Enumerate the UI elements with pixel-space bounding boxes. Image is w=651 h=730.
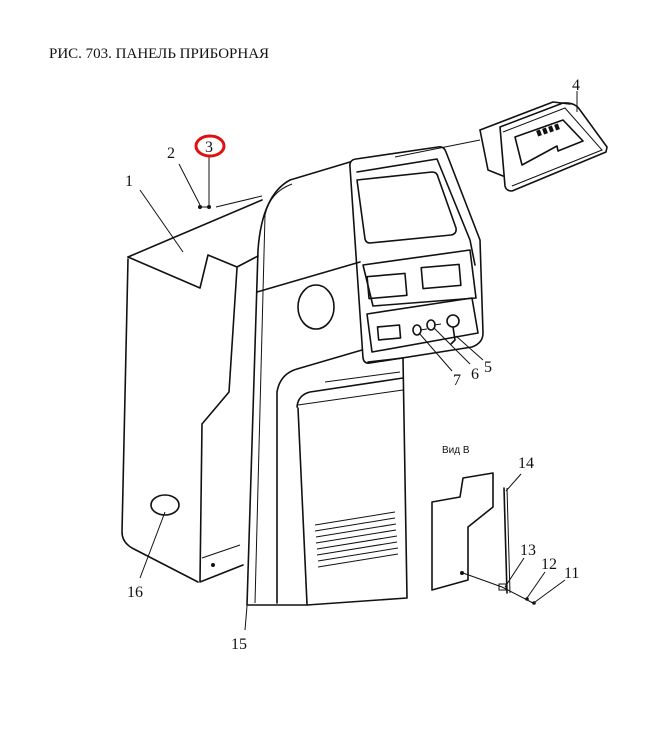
callout-13: 13	[520, 542, 536, 559]
gauge-left	[366, 272, 408, 300]
callout-6: 6	[471, 366, 479, 383]
callout-1: 1	[125, 173, 133, 190]
callout-3-highlight	[194, 134, 226, 158]
callout-3: 3	[205, 139, 213, 156]
gauge-right	[420, 263, 462, 290]
part-16-plug	[150, 494, 180, 516]
part-2-3-screws	[198, 195, 263, 209]
callout-12: 12	[541, 556, 557, 573]
callout-11: 11	[564, 565, 579, 582]
callout-4: 4	[572, 77, 580, 94]
part-1-side-cover	[121, 199, 263, 583]
part-4-monitor	[394, 101, 608, 192]
callout-14: 14	[518, 455, 534, 472]
callout-15: 15	[231, 636, 247, 653]
leader-lines	[139, 91, 578, 631]
callout-2: 2	[167, 145, 175, 162]
vent-grille	[314, 511, 399, 568]
display-screen	[356, 171, 457, 244]
part-5-ignition-key	[446, 314, 460, 328]
callout-16: 16	[127, 584, 143, 601]
view-b-detail	[431, 472, 536, 605]
figure-title: РИС. 703. ПАНЕЛЬ ПРИБОРНАЯ	[49, 46, 270, 62]
view-b-label: Вид В	[442, 445, 470, 456]
instrument-console	[349, 146, 484, 364]
callout-7: 7	[453, 372, 461, 389]
indicator-window	[376, 324, 402, 341]
part-15-housing	[246, 161, 408, 606]
callout-5: 5	[484, 359, 492, 376]
